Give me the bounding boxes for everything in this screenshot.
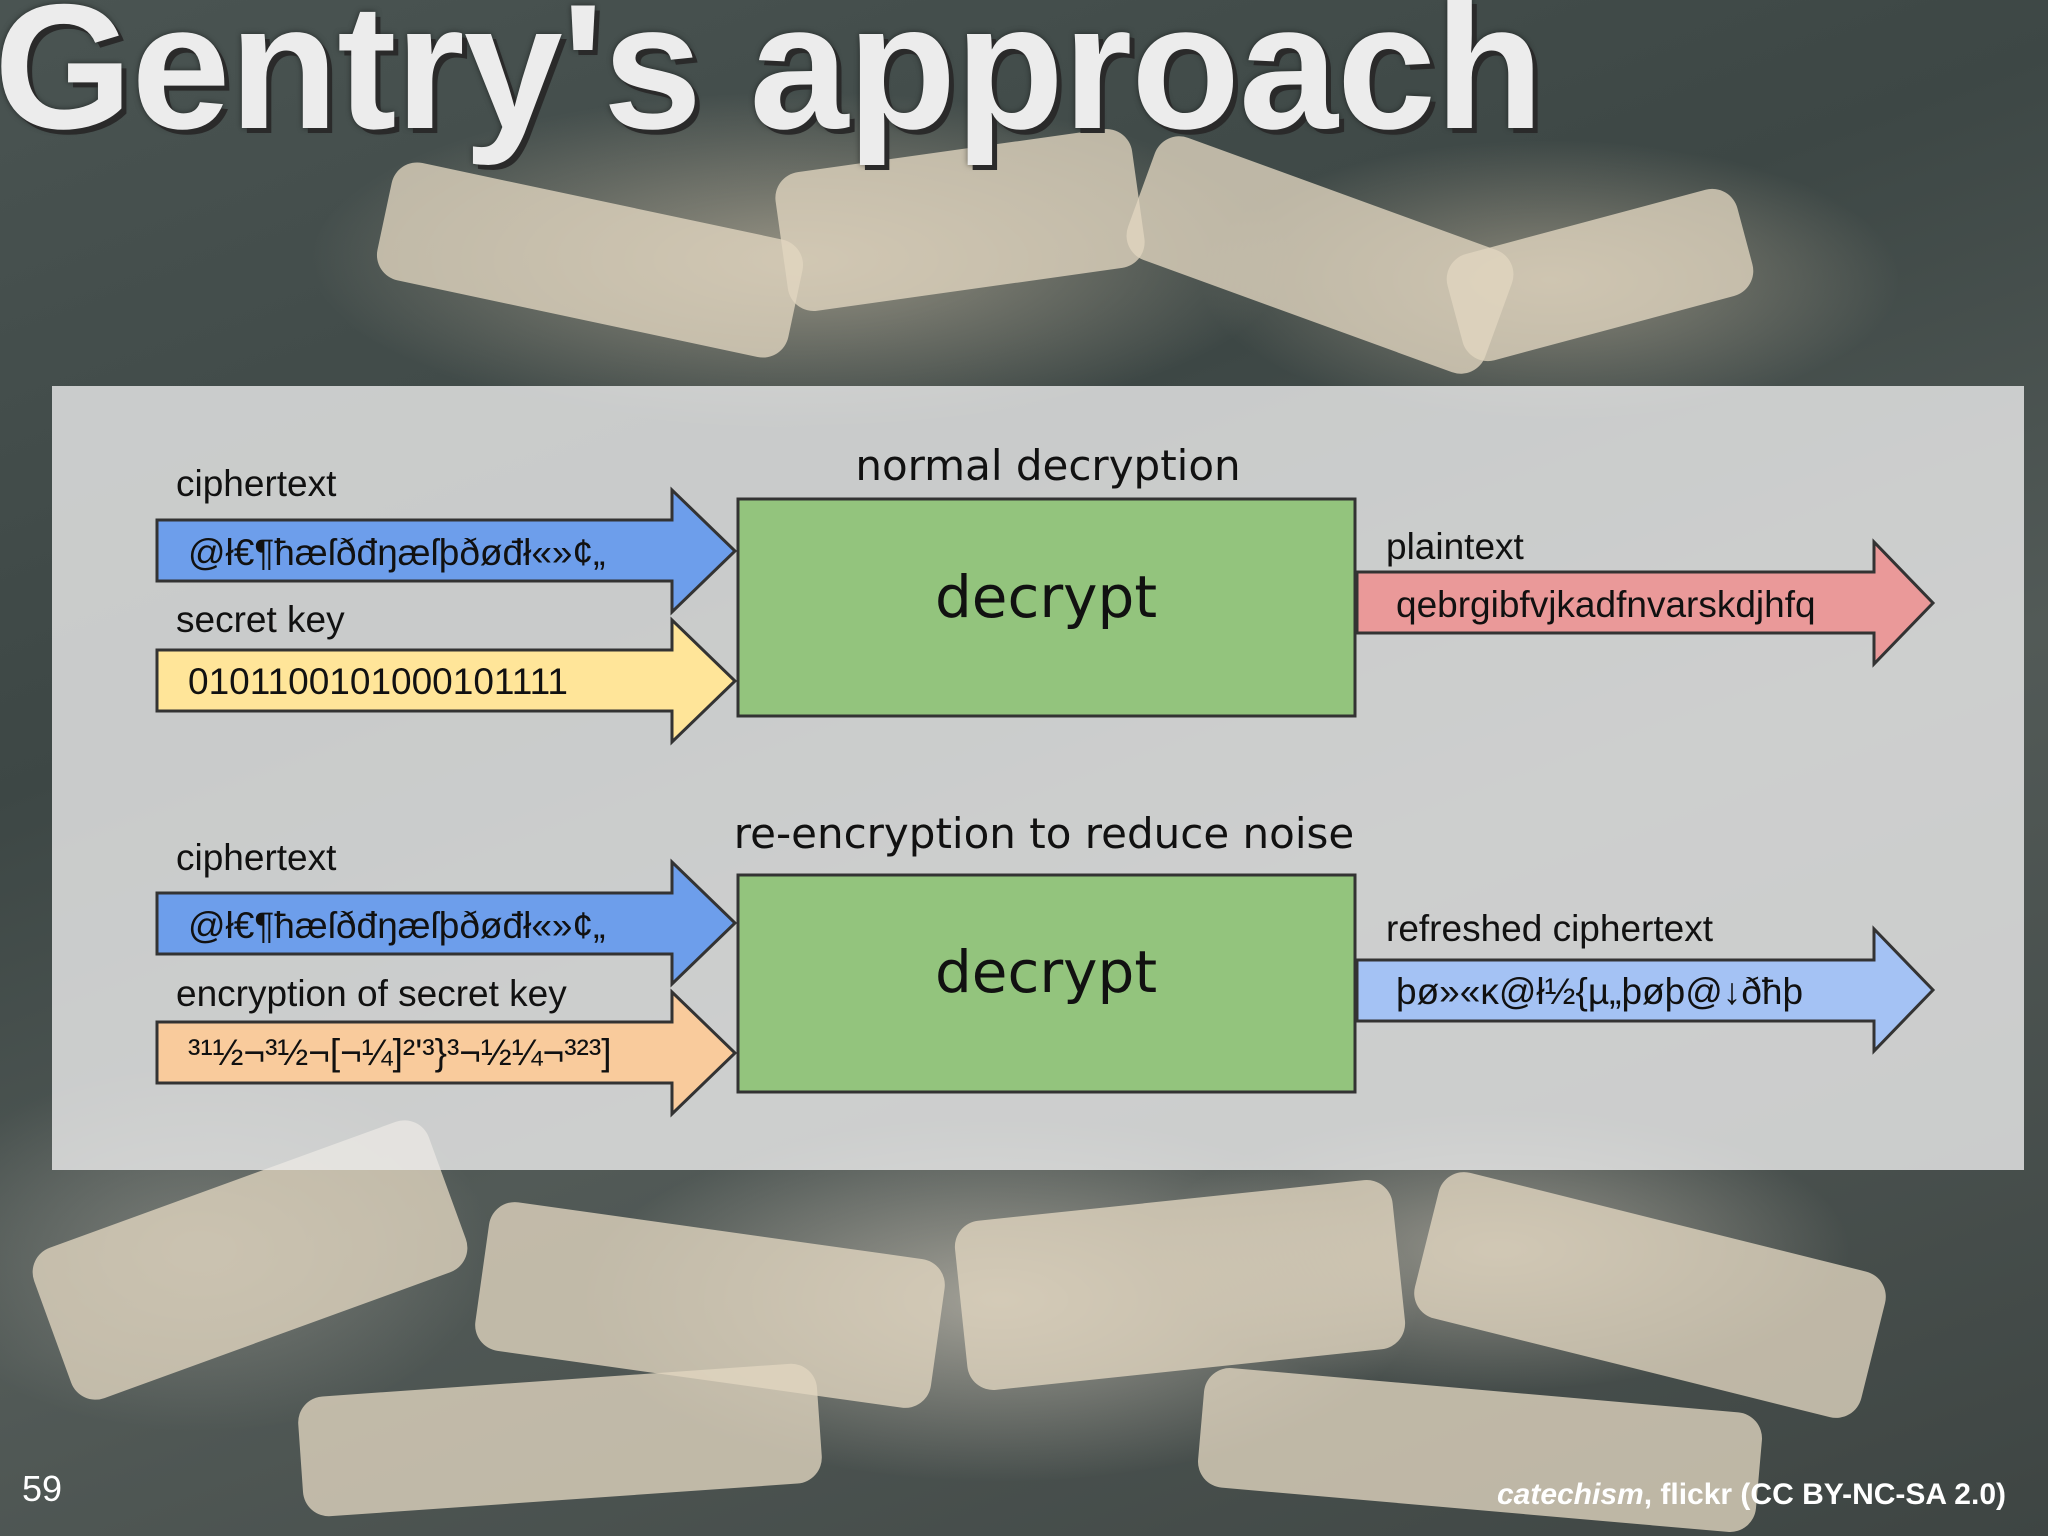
encrypted-key-arrow: [155, 988, 738, 1118]
plaintext-label: plaintext: [1386, 526, 1525, 567]
decrypt-label-normal: decrypt: [935, 563, 1157, 631]
reencryption-title: re-encryption to reduce noise: [734, 809, 1354, 858]
slide-title: Gentry's approach: [0, 0, 1544, 166]
plaintext-value: qebrgibfvjkadfnvarskdjhfq: [1396, 584, 1816, 625]
ciphertext-value-2: @ł€¶ħæſðđŋæſþðøđł«»¢„: [188, 905, 605, 946]
ciphertext-arrow-2: [155, 858, 738, 988]
ciphertext-label: ciphertext: [176, 463, 337, 504]
secret-key-arrow: [155, 616, 738, 746]
refreshed-ciphertext-arrow: [1355, 925, 1936, 1055]
plaintext-arrow: [1355, 538, 1936, 668]
photo-credit: catechism, flickr (CC BY-NC-SA 2.0): [1497, 1478, 2006, 1512]
ciphertext-value: @ł€¶ħæſðđŋæſþðøđł«»¢„: [188, 532, 605, 573]
refreshed-ciphertext-value: þø»«ĸ@ł½{µ„þøþ@↓ðħþ: [1396, 971, 1803, 1012]
ciphertext-arrow: [155, 486, 738, 616]
slide-number: 59: [22, 1468, 63, 1509]
ciphertext-label-2: ciphertext: [176, 837, 337, 878]
decrypt-box-normal: [736, 497, 1357, 718]
encrypted-key-value: ³¹½¬³½¬[¬¼]²'³}³¬½¼¬³²³]: [188, 1032, 611, 1073]
refreshed-ciphertext-label: refreshed ciphertext: [1386, 908, 1714, 949]
decrypt-label-reencryption: decrypt: [935, 938, 1157, 1006]
credit-author: catechism: [1496, 1478, 1644, 1511]
secret-key-value: 0101100101000101111: [188, 661, 568, 702]
secret-key-label: secret key: [176, 599, 345, 640]
encrypted-key-label: encryption of secret key: [176, 973, 567, 1014]
normal-decryption-title: normal decryption: [855, 441, 1240, 490]
decrypt-box-reencryption: [736, 873, 1357, 1094]
credit-source: , flickr (CC BY-NC-SA 2.0): [1643, 1478, 2006, 1511]
